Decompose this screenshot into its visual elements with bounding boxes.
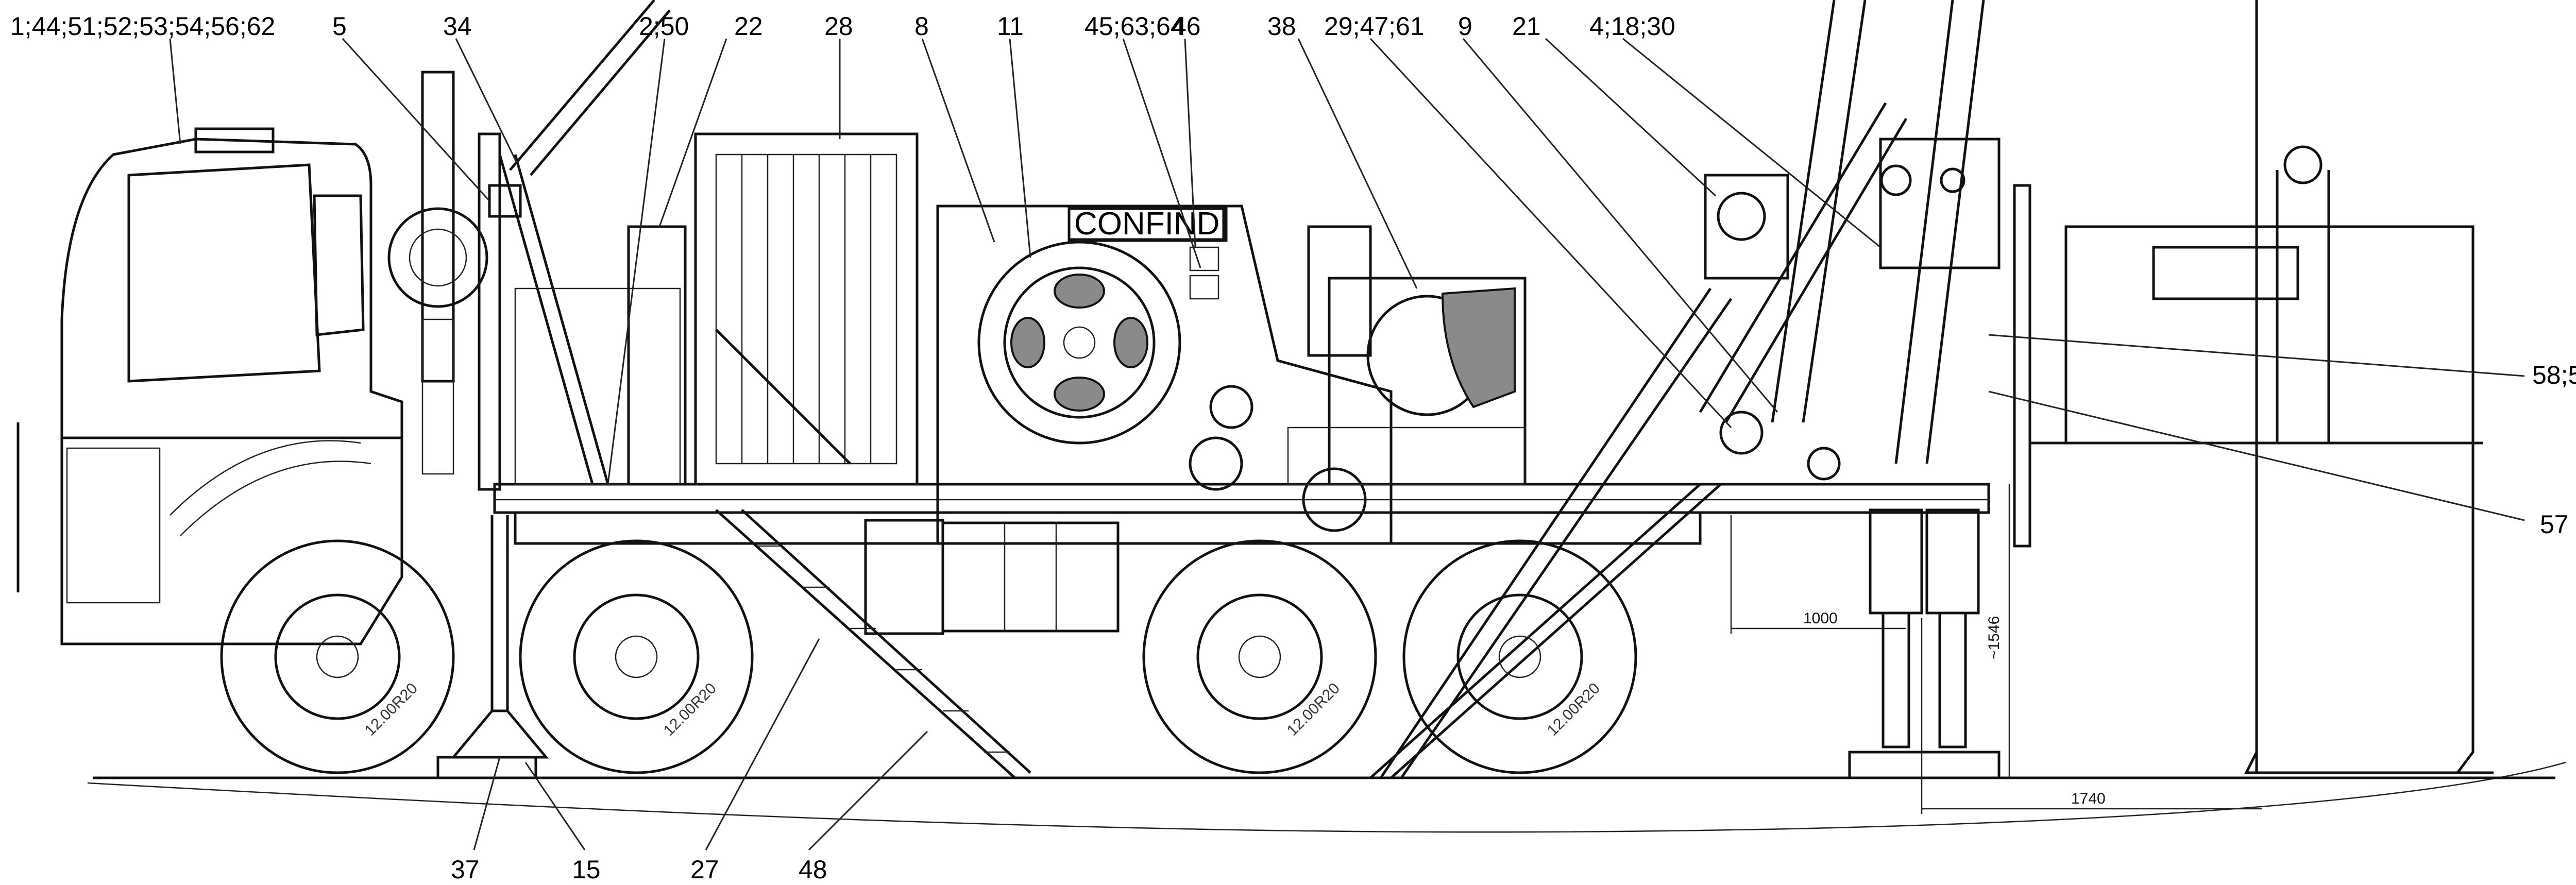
power-unit	[1287, 225, 1527, 486]
callout-28: 28	[824, 12, 853, 41]
callout-29-47-61: 29;47;61	[1324, 12, 1425, 41]
callout-5: 5	[332, 12, 347, 41]
control-box	[627, 225, 687, 486]
callout-8: 8	[914, 12, 929, 41]
dimension-lines	[1730, 484, 2262, 814]
callout-4-18-30: 4;18;30	[1589, 12, 1675, 41]
callout-9: 9	[1458, 12, 1472, 41]
dimension-1546: ~1546	[1986, 616, 2003, 659]
wheel-3	[1142, 539, 1377, 774]
front-outrigger	[436, 515, 549, 779]
stairs	[715, 509, 1031, 779]
callout-58-59: 58;59	[2532, 361, 2576, 389]
callout-11: 11	[997, 12, 1024, 41]
callout-37: 37	[451, 855, 480, 884]
mast-boom	[478, 0, 681, 491]
brand-plate: CONFIND	[1067, 206, 1228, 242]
callout-45-63-64: 45;63;64	[1084, 12, 1185, 41]
callout-27: 27	[690, 855, 719, 884]
callout-57: 57	[2540, 510, 2569, 539]
wheel-1	[220, 539, 455, 774]
rear-jacks	[1848, 508, 2001, 779]
callout-46: 46	[1172, 12, 1201, 41]
rear-platform	[2013, 0, 2494, 774]
rear-bracing	[1369, 287, 1733, 779]
dimension-1740: 1740	[2071, 790, 2106, 807]
fuel-tank	[864, 519, 1120, 635]
truck-cab	[16, 127, 403, 645]
dimension-1000: 1000	[1803, 610, 1838, 627]
drawworks	[936, 205, 1393, 545]
callout-38: 38	[1267, 12, 1296, 41]
wheel-4	[1402, 539, 1637, 774]
leader-lines	[169, 38, 2525, 851]
derrick-mast	[1699, 0, 2001, 481]
callout-22: 22	[734, 12, 763, 41]
cabinet	[694, 132, 919, 486]
callout-15: 15	[572, 855, 601, 884]
exhaust-stack	[387, 71, 488, 475]
callout-48: 48	[799, 855, 827, 884]
wheel-2	[519, 539, 754, 774]
brand-text: CONFIND	[1074, 206, 1219, 242]
ground-line	[87, 761, 2566, 833]
callout-2-50: 2;50	[639, 12, 689, 41]
callout-21: 21	[1512, 12, 1541, 41]
callout-34: 34	[443, 12, 472, 41]
callout-1-44-51-52-53-54-56-62: 1;44;51;52;53;54;56;62	[10, 12, 275, 41]
